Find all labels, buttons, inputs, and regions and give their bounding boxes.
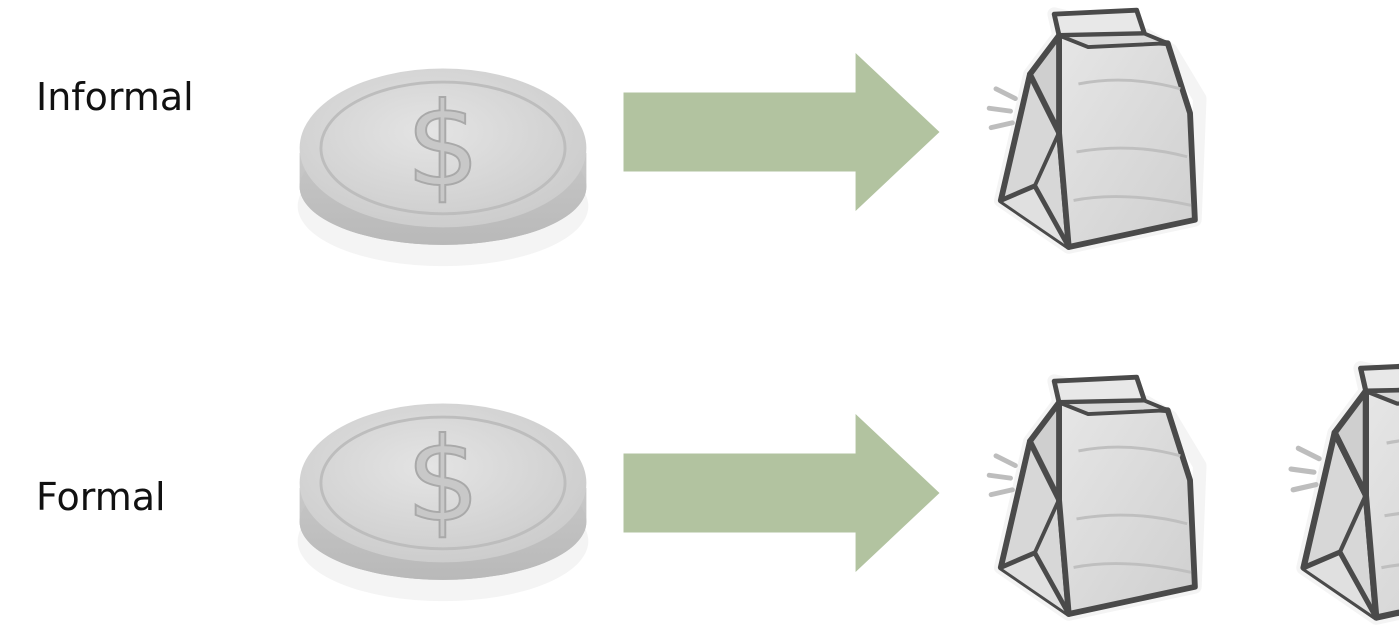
right-arrow-icon [621, 414, 942, 572]
paper-bag-icon [962, 5, 1224, 260]
formal-label: Formal [36, 475, 166, 519]
paper-bag-icon [962, 372, 1224, 627]
right-arrow-icon [621, 53, 942, 211]
informal-label: Informal [36, 75, 194, 119]
paper-bag-icon [1262, 360, 1399, 630]
dollar-coin-icon [288, 50, 598, 275]
dollar-coin-icon [288, 385, 598, 610]
